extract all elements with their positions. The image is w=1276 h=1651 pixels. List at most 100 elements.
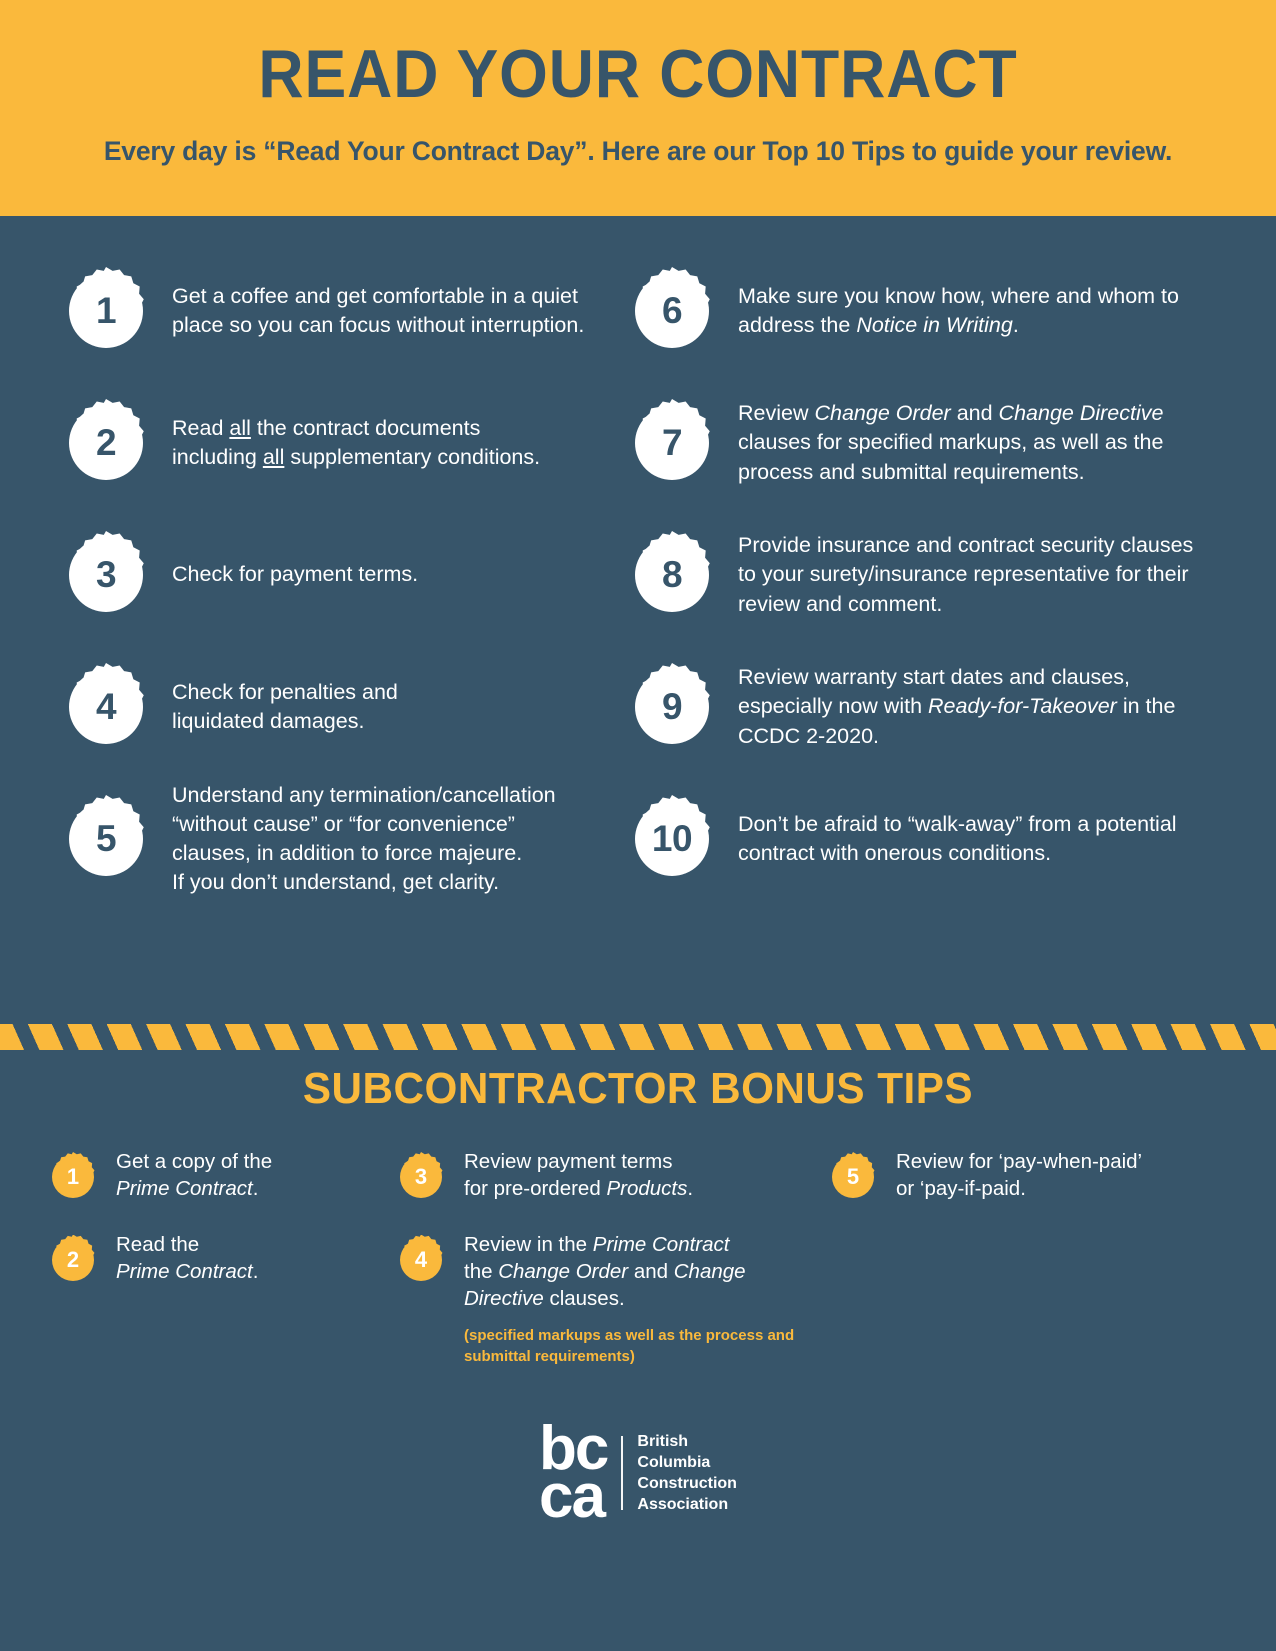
gear-icon: 6 [628,267,716,355]
tip-number: 9 [661,686,683,727]
tip-item: 9 Review warranty start dates and clauses… [628,648,1196,766]
gear-icon: 5 [62,795,150,883]
tips-column-left: 1 Get a coffee and get comfortable in a q… [40,252,618,912]
logo-mark: bc ca [539,1414,609,1532]
page-subtitle: Every day is “Read Your Contract Day”. H… [103,136,1173,166]
bcca-logo: bc ca British Columbia Construction Asso… [539,1414,737,1532]
logo-name-line1: British [637,1433,689,1451]
gear-disc [400,1156,442,1198]
tip-number: 1 [95,290,117,331]
tips-column-right: 6 Make sure you know how, where and whom … [618,252,1196,912]
tip-number: 3 [95,554,117,595]
gear-disc [400,1238,442,1281]
bonus-section-title: SUBCONTRACTOR BONUS TIPS [302,1064,974,1113]
gear-icon: 5 [828,1152,878,1202]
tip-number: 8 [661,554,683,595]
gear-icon: 8 [628,531,716,619]
gear-disc [635,406,709,480]
gear-disc [832,1156,874,1198]
gear-disc [52,1156,94,1198]
tip-number: 4 [414,1246,428,1272]
tip-text: Review Change Order and Change Directive… [738,401,1164,484]
gear-icon: 3 [396,1152,446,1202]
tip-number: 5 [95,818,117,859]
logo-name-line2: Columbia [637,1454,711,1472]
gear-disc [69,406,143,480]
logo-wordmark: British Columbia Construction Associatio… [637,1431,737,1515]
tip-text: Make sure you know how, where and whom t… [738,283,1179,337]
gear-icon: 1 [48,1152,98,1202]
page-title: READ YOUR CONTRACT [258,36,1018,112]
tip-number: 1 [66,1164,80,1189]
tip-body: 9 Review warranty start dates and clauses… [628,648,1196,766]
logo-name-line4: Association [637,1496,729,1514]
tip-number: 2 [95,422,117,463]
bonus-tip-note: (specified markups as well as the proces… [464,1327,795,1365]
tip-body: 8 Provide insurance and contract security… [628,516,1196,634]
gear-icon: 3 [62,531,150,619]
tip-body: 6 Make sure you know how, where and whom … [628,252,1196,370]
gear-icon: 4 [62,663,150,751]
gear-disc [69,274,143,348]
tip-item: 8 Provide insurance and contract security… [628,516,1196,634]
logo-mark-line1: bc [539,1414,609,1483]
gear-disc [69,538,143,612]
tip-number: 5 [846,1164,860,1189]
tip-item: 3 Check for payment terms. [62,516,618,634]
logo-divider [621,1436,624,1511]
tip-number: 2 [66,1246,80,1272]
gear-disc [635,274,709,348]
gear-icon: 4 [396,1234,446,1285]
tip-text: Provide insurance and contract security … [738,533,1194,616]
gear-disc [635,670,709,744]
hazard-stripe-divider [0,1024,1276,1050]
tips-section: 1 Get a coffee and get comfortable in a q… [0,216,1276,912]
tip-number: 4 [95,686,117,727]
gear-icon: 10 [628,795,716,883]
tip-item: 7 Review Change Order and Change Directiv… [628,384,1196,502]
gear-icon: 7 [628,399,716,487]
gear-icon: 2 [62,399,150,487]
tip-body: 10 Don’t be afraid to “walk-away” from a … [628,780,1196,898]
tip-text: Don’t be afraid to “walk-away” from a po… [738,811,1177,865]
tip-body: 7 Review Change Order and Change Directiv… [628,384,1196,502]
gear-icon: 1 [62,267,150,355]
tip-number: 7 [661,422,683,463]
tip-item: 6 Make sure you know how, where and whom … [628,252,1196,370]
tip-item: 10 Don’t be afraid to “walk-away” from a … [628,780,1196,898]
tip-text: Check for payment terms. [172,562,419,587]
gear-disc [635,802,709,876]
logo-mark-line2: ca [539,1462,606,1532]
tip-body: 3 Check for payment terms. [62,516,418,634]
header-banner: READ YOUR CONTRACT Every day is “Read Yo… [0,0,1276,216]
tip-number: 6 [661,290,683,331]
tip-body: 1 Get a coffee and get comfortable in a q… [62,252,618,370]
tip-text: Get a coffee and get comfortable in a qu… [172,283,585,337]
tip-text: Review warranty start dates and clauses,… [738,665,1176,748]
gear-disc [69,670,143,744]
gear-disc [635,538,709,612]
footer-logo: bc ca British Columbia Construction Asso… [0,1414,1276,1532]
logo-name-line3: Construction [637,1475,737,1493]
